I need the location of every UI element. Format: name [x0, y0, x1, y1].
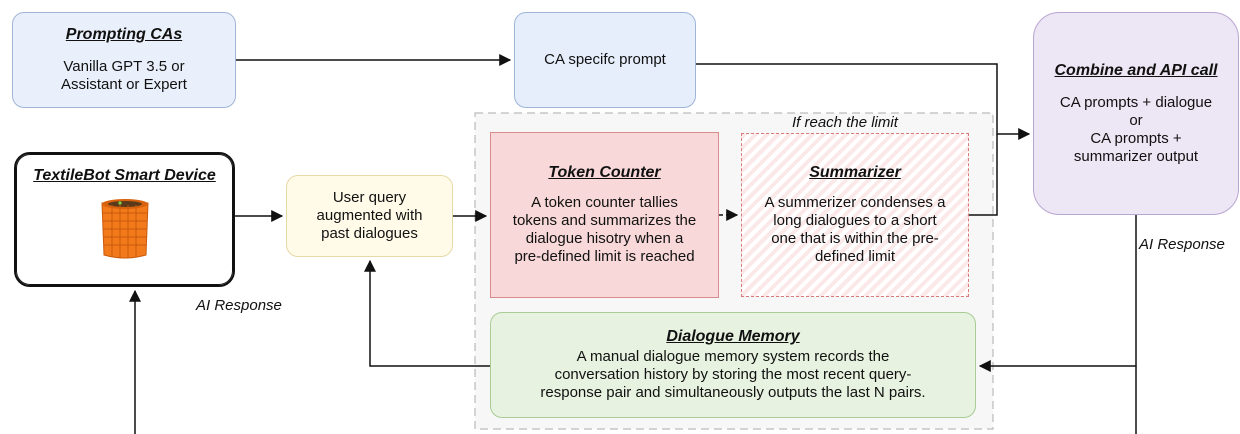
token-counter-title: Token Counter: [548, 164, 661, 181]
token-counter-line-4: pre-defined limit is reached: [514, 248, 695, 265]
summarizer-line-4: defined limit: [814, 248, 896, 265]
combine-line-1: CA prompts + dialogue: [1059, 93, 1213, 111]
arrow-combine-to-memory: [978, 215, 1137, 372]
ai-response-right-label: AI Response: [1139, 236, 1225, 253]
token-counter-line-3: dialogue hisotry when a: [525, 230, 684, 247]
arrow-summarizer-to-combine: [969, 134, 998, 216]
textilebot-device-box: TextileBot Smart Device: [14, 152, 235, 287]
user-query-box: User query augmented with past dialogues: [286, 175, 453, 257]
token-counter-line-2: tokens and summarizes the: [512, 212, 697, 229]
prompting-line-2: Assistant or Expert: [61, 76, 187, 93]
summarizer-line-1: A summerizer condenses a: [764, 194, 946, 211]
summarizer-line-2: long dialogues to a short: [773, 212, 937, 229]
dialogue-memory-title: Dialogue Memory: [666, 328, 800, 345]
combine-title: Combine and API call: [1054, 61, 1218, 79]
arrow-ca-prompt-to-combine: [696, 63, 1031, 140]
combine-line-2: or: [1129, 111, 1143, 129]
combine-line-3: CA prompts +: [1090, 129, 1182, 147]
ca-prompt-label: CA specifc prompt: [544, 51, 666, 68]
summarizer-line-3: one that is within the pre-: [771, 230, 939, 247]
prompting-cas-title: Prompting CAs: [65, 26, 183, 43]
ai-response-left-label: AI Response: [196, 297, 282, 314]
dialogue-memory-box: Dialogue Memory A manual dialogue memory…: [490, 312, 976, 418]
limit-note: If reach the limit: [792, 114, 898, 131]
user-query-line-2: augmented with: [316, 207, 423, 224]
token-counter-line-1: A token counter tallies: [531, 194, 678, 211]
combine-line-4: summarizer output: [1073, 147, 1199, 165]
user-query-line-3: past dialogues: [321, 225, 418, 242]
user-query-line-1: User query: [332, 189, 407, 206]
summarizer-title: Summarizer: [809, 164, 901, 181]
prompting-line-1: Vanilla GPT 3.5 or: [63, 58, 185, 75]
dialogue-memory-line-2: conversation history by storing the most…: [554, 366, 912, 383]
ca-prompt-box: CA specifc prompt: [514, 12, 696, 108]
arrow-memory-to-query: [364, 259, 490, 367]
dialogue-memory-line-1: A manual dialogue memory system records …: [576, 348, 890, 365]
token-counter-box: Token Counter A token counter tallies to…: [490, 132, 719, 298]
combine-api-box: Combine and API call CA prompts + dialog…: [1033, 12, 1239, 215]
prompting-cas-box: Prompting CAs Vanilla GPT 3.5 or Assista…: [12, 12, 236, 108]
crochet-basket-icon: [100, 198, 149, 258]
textilebot-title: TextileBot Smart Device: [33, 166, 216, 184]
dialogue-memory-line-3: response pair and simultaneously outputs…: [540, 384, 926, 401]
summarizer-box: Summarizer A summerizer condenses a long…: [741, 133, 969, 297]
